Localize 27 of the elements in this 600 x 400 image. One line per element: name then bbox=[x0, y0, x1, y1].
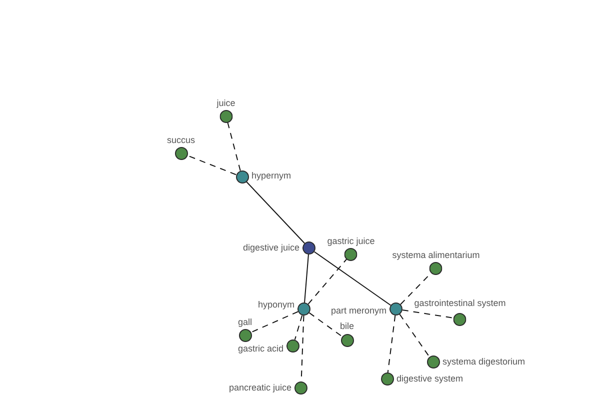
connector-line bbox=[314, 251, 392, 306]
dashed-connector-line bbox=[227, 122, 241, 172]
dashed-connector-line bbox=[186, 154, 236, 176]
connector-line bbox=[304, 254, 309, 304]
dashed-connector-line bbox=[250, 311, 299, 333]
node-label: gastrointestinal system bbox=[414, 298, 506, 308]
dashed-connector-line bbox=[308, 312, 342, 337]
connector-line bbox=[246, 181, 306, 244]
node-label: gastric juice bbox=[327, 236, 375, 246]
node-label: digestive juice bbox=[242, 242, 300, 254]
dashed-connector-line bbox=[399, 314, 430, 358]
node-label: systema digestorium bbox=[442, 356, 526, 368]
node-label: hyponym bbox=[258, 300, 294, 310]
node-label: gall bbox=[238, 316, 252, 328]
node-label: juice bbox=[216, 98, 236, 108]
node-label: digestive system bbox=[396, 374, 464, 384]
node-label: hypernym bbox=[252, 170, 292, 182]
dashed-connector-line bbox=[294, 314, 303, 340]
dashed-connector-line bbox=[402, 310, 454, 318]
node-label: part meronym bbox=[330, 306, 386, 316]
dashed-connector-line bbox=[387, 314, 396, 374]
node-label: succus bbox=[167, 134, 195, 146]
node-label: systema alimentarium bbox=[392, 250, 480, 260]
node-label: gastric acid bbox=[238, 344, 284, 354]
node-label: bile bbox=[340, 320, 354, 332]
dashed-connector-line bbox=[308, 258, 348, 305]
node-label: pancreatic juice bbox=[228, 382, 292, 394]
